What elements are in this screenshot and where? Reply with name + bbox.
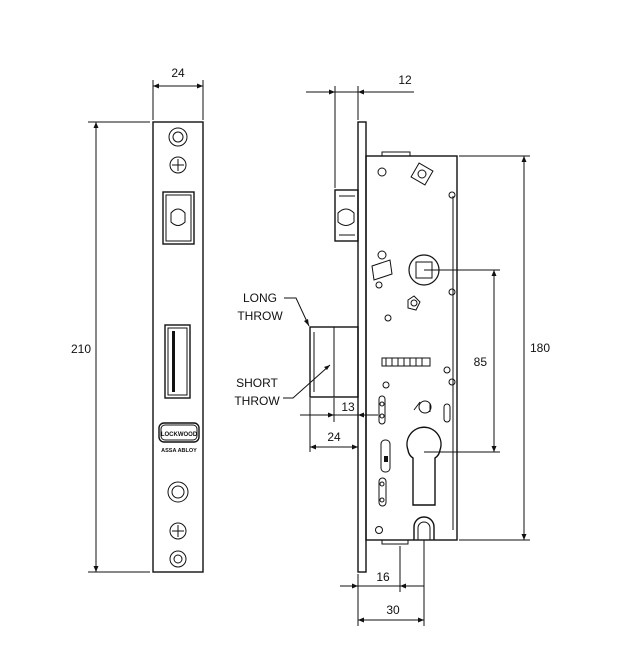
dim-centres: 85	[424, 269, 500, 453]
latch-opening	[162, 191, 195, 245]
dim-case-depth: 30	[358, 603, 424, 623]
dim-case-height-label: 180	[530, 341, 550, 355]
dim-faceplate-height: 210	[71, 121, 150, 573]
forend-plate	[357, 121, 367, 573]
cam-screw	[407, 295, 421, 311]
dim-short-throw: 13	[300, 398, 378, 422]
dim-long-throw-label: 24	[327, 430, 341, 444]
faceplate-front-view: LOCKWOOD ASSA ABLOY	[152, 121, 204, 573]
rivet-6	[448, 288, 456, 296]
rivet-8	[448, 378, 456, 386]
faceplate-outline	[152, 121, 204, 573]
slot-left-3	[378, 477, 387, 507]
dim-faceplate-width-label: 24	[171, 66, 185, 80]
small-slot	[443, 403, 451, 423]
bottom-fixing-hole	[169, 550, 187, 568]
cylinder-fixing-hole	[167, 481, 189, 503]
bottom-screw-icon	[169, 522, 187, 540]
brand-logo: LOCKWOOD	[158, 422, 200, 443]
latch-bolt	[334, 189, 359, 242]
top-screw-icon	[169, 156, 187, 174]
lock-case-side-view	[309, 121, 458, 573]
rivet-2	[448, 191, 456, 199]
lock-case-body	[365, 155, 458, 541]
short-throw-callout: SHORT THROW	[234, 364, 331, 408]
dim-short-throw-label: 13	[341, 400, 355, 414]
dim-case-height: 180	[459, 155, 550, 541]
dim-faceplate-height-label: 210	[71, 342, 91, 356]
long-throw-callout: LONG THROW	[237, 291, 310, 327]
dim-faceplate-width: 24	[152, 66, 204, 120]
rivet-1	[377, 167, 387, 177]
bottom-notch	[413, 516, 435, 540]
slide-slot	[381, 357, 431, 367]
dim-backset: 16	[340, 540, 425, 626]
top-fixing-hole	[168, 127, 188, 147]
deadbolt-throw	[309, 326, 359, 398]
long-throw-label-line1: LONG	[243, 291, 277, 305]
top-rivet	[410, 162, 434, 186]
rivet-7	[443, 366, 451, 374]
dim-centres-label: 85	[474, 355, 488, 369]
rivet-5	[384, 314, 392, 322]
brand-subtext: ASSA ABLOY	[161, 448, 197, 454]
stop-lever	[413, 400, 432, 414]
slot-left-2	[380, 439, 391, 473]
rivet-9	[382, 381, 390, 389]
slot-left-1	[378, 395, 386, 425]
dim-case-depth-label: 30	[386, 603, 400, 617]
short-throw-label-line1: SHORT	[236, 376, 278, 390]
long-throw-label-line2: THROW	[237, 309, 283, 323]
rivet-10	[375, 526, 383, 534]
short-throw-label-line2: THROW	[234, 394, 280, 408]
dim-backset-label: 16	[376, 570, 390, 584]
rivet-3	[377, 250, 387, 260]
deadbolt-opening	[164, 324, 191, 399]
dim-long-throw: 24	[309, 398, 358, 452]
dim-faceplate-thickness: 12	[306, 73, 414, 188]
euro-cylinder-cutout	[406, 426, 442, 506]
dim-faceplate-thickness-label: 12	[398, 73, 412, 87]
brand-logo-text: LOCKWOOD	[161, 432, 198, 438]
lever-arm	[371, 259, 393, 281]
rivet-4	[375, 281, 383, 289]
